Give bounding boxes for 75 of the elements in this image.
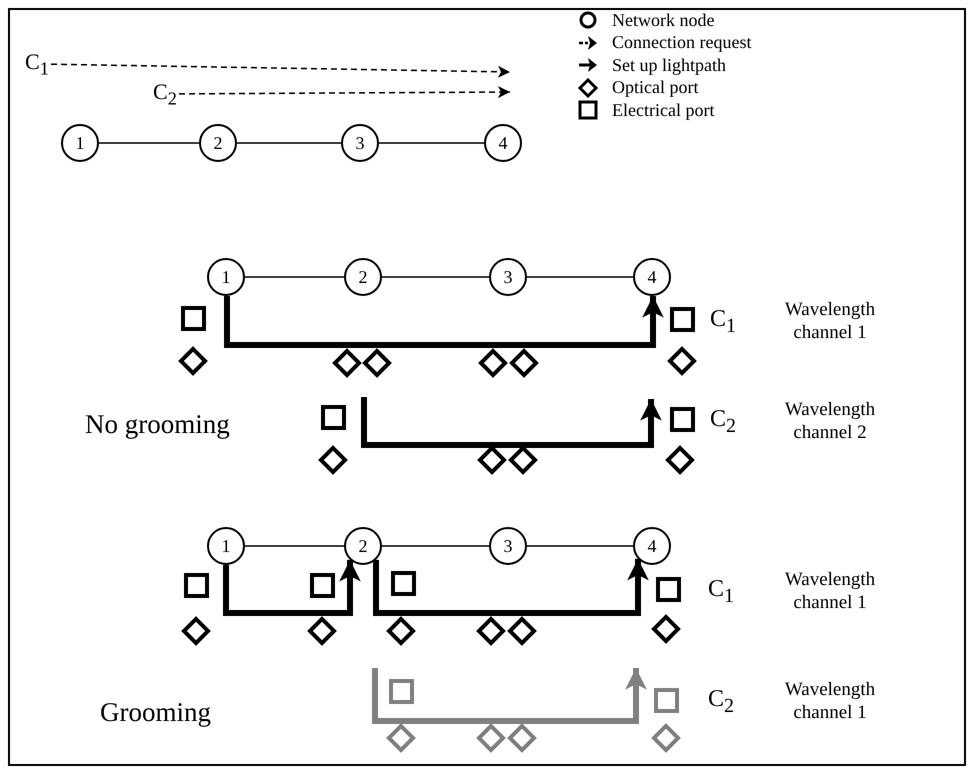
optical-port bbox=[667, 346, 697, 376]
optical-port bbox=[307, 616, 337, 646]
scenario-title: No grooming bbox=[85, 408, 230, 440]
legend-label: Electrical port bbox=[612, 100, 714, 120]
request-label: C$_{2}$ bbox=[153, 79, 177, 110]
channel-description: Wavelength channel 1 bbox=[784, 679, 876, 725]
fiber-link bbox=[245, 545, 344, 547]
optical-port bbox=[477, 445, 507, 475]
lightpath-arrow bbox=[223, 560, 361, 616]
legend-label: Connection request bbox=[612, 32, 752, 53]
electrical-port bbox=[310, 572, 334, 598]
electrical-port bbox=[184, 572, 208, 598]
optical-port bbox=[476, 616, 506, 646]
fiber-link bbox=[237, 142, 341, 144]
electrical-port bbox=[388, 678, 414, 704]
network-node: 1 bbox=[207, 258, 245, 296]
network-node: 4 bbox=[633, 527, 671, 565]
electrical-port bbox=[320, 404, 346, 430]
network-node: 3 bbox=[489, 527, 527, 565]
legend-label: Set up lightpath bbox=[612, 54, 726, 76]
electrical-port bbox=[654, 688, 678, 712]
request-label: C$_{1}$ bbox=[25, 49, 49, 80]
network-node: 1 bbox=[61, 124, 99, 162]
connection-request-arrow bbox=[50, 63, 510, 78]
optical-port bbox=[508, 445, 538, 475]
network-node: 2 bbox=[344, 527, 382, 565]
electrical-port bbox=[656, 576, 680, 602]
network-node: 1 bbox=[207, 527, 245, 565]
channel-description: Wavelength channel 1 bbox=[784, 299, 876, 345]
network-node: 2 bbox=[344, 258, 382, 296]
scenario-title: Grooming bbox=[100, 696, 211, 728]
optical-port bbox=[651, 614, 681, 644]
fiber-link bbox=[245, 276, 344, 278]
optical-port bbox=[476, 723, 506, 753]
channel-label: C$_{1}$ bbox=[708, 576, 734, 608]
network-node: 3 bbox=[489, 258, 527, 296]
electrical-port bbox=[180, 306, 206, 330]
electrical-port bbox=[670, 306, 694, 332]
network-node: 4 bbox=[484, 124, 522, 162]
fiber-link bbox=[379, 142, 484, 144]
fiber-link bbox=[382, 276, 489, 278]
optical-port bbox=[362, 348, 392, 378]
legend-label: Network node bbox=[612, 10, 714, 30]
optical-port bbox=[507, 723, 537, 753]
optical-port bbox=[651, 723, 681, 753]
optical-port bbox=[181, 616, 211, 646]
optical-port bbox=[386, 723, 416, 753]
network-node: 3 bbox=[341, 124, 379, 162]
electrical-port bbox=[670, 406, 694, 432]
channel-description: Wavelength channel 1 bbox=[784, 569, 876, 615]
lightpath-arrow bbox=[372, 668, 647, 724]
connection-request-arrow bbox=[179, 86, 510, 98]
optical-port bbox=[509, 348, 539, 378]
optical-port bbox=[478, 348, 508, 378]
fiber-link bbox=[527, 276, 633, 278]
lightpath-arrow bbox=[361, 397, 662, 448]
legend-label: Optical port bbox=[612, 77, 698, 98]
optical-port bbox=[178, 346, 208, 376]
channel-label: C$_{2}$ bbox=[710, 406, 736, 438]
optical-port bbox=[665, 445, 695, 475]
fiber-link bbox=[99, 142, 199, 144]
fiber-link bbox=[382, 545, 489, 547]
channel-description: Wavelength channel 2 bbox=[784, 399, 876, 445]
lightpath-arrow bbox=[224, 296, 664, 348]
lightpath-arrow bbox=[373, 558, 649, 616]
electrical-port bbox=[390, 570, 416, 596]
optical-port bbox=[507, 616, 537, 646]
fiber-link bbox=[527, 545, 633, 547]
network-node: 2 bbox=[199, 124, 237, 162]
channel-label: C$_{2}$ bbox=[708, 686, 734, 718]
optical-port bbox=[318, 445, 348, 475]
optical-port bbox=[332, 348, 362, 378]
channel-label: C$_{1}$ bbox=[710, 306, 736, 338]
optical-port bbox=[386, 616, 416, 646]
network-node: 4 bbox=[633, 258, 671, 296]
